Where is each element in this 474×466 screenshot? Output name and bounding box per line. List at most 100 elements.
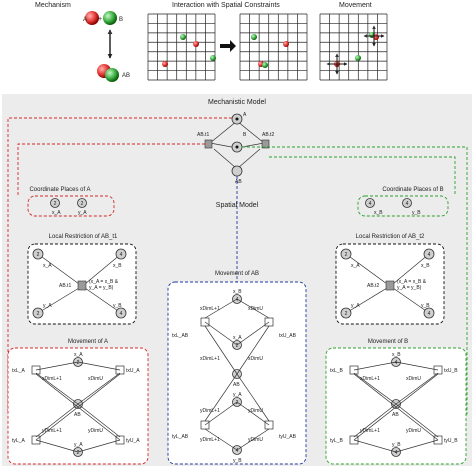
xdimu-top-label: xDimU [248, 306, 263, 312]
transition-arrow-icon [220, 40, 236, 52]
lt2-transition-label: AB.t2 [367, 283, 379, 289]
red-connector-2 [17, 143, 205, 196]
ydiml-label: yDimL+1 [42, 428, 62, 434]
mech-t2-label: AB.t2 [262, 132, 274, 138]
y-token: 4 [395, 450, 398, 456]
lt2-xa-token: 2 [345, 252, 348, 258]
place-ab [231, 165, 243, 177]
x-place-label: x_B [392, 352, 401, 358]
species-a-label: A [83, 17, 87, 23]
ydimu-label: yDimU [406, 428, 421, 434]
mech-t1-label: AB.t1 [197, 132, 209, 138]
xdimu-label: xDimU [248, 356, 263, 362]
txl-label: txL_AB [172, 333, 189, 339]
mech-place-a-label: A [243, 112, 247, 118]
txu-label: txU_B [444, 368, 458, 374]
species-ab-label: AB [122, 73, 130, 79]
lt2-guard: (x_A = x_B &y_A = y_B) [397, 279, 427, 291]
local-t2-net [340, 248, 435, 319]
xa-label: x_A [233, 335, 242, 341]
ya-label: y_A [233, 392, 242, 398]
ydimu-bottom-label: yDimU [248, 437, 263, 443]
txu-label: txU_A [126, 368, 140, 374]
ydiml-bottom-label: yDimL+1 [200, 437, 220, 443]
species-b-label: B [119, 17, 123, 23]
tyl-label: tyL_A [12, 438, 25, 444]
coord-b-y-label: y_B [412, 210, 421, 216]
coord-b-box [357, 195, 449, 217]
lt2-xb-label: x_B [421, 263, 430, 269]
txu-label: txU_AB [279, 333, 297, 339]
txl-label: txL_B [330, 368, 343, 374]
lt1-xa-label: x_A [43, 263, 52, 269]
tyu-label: tyU_AB [279, 434, 297, 440]
coord-a-title: Coordinate Places of A [29, 187, 90, 193]
ya-token: 2 [236, 400, 239, 406]
xa-token: 2 [236, 343, 239, 349]
mech-place-ab-label: AB [235, 179, 242, 185]
xdiml-label: xDimL+1 [200, 356, 220, 362]
xdimu-label: xDimU [88, 376, 103, 382]
ab-place-label: AB [392, 412, 399, 418]
coord-a-x-token: 2 [54, 201, 57, 207]
ydiml-label: yDimL+1 [360, 428, 380, 434]
interaction-grid-after [239, 13, 308, 81]
molecule-b-icon [103, 11, 117, 25]
x-token: 2 [77, 360, 80, 366]
txl-label: txL_A [12, 368, 25, 374]
lt1-guard: (x_A = x_B &y_A = y_B) [89, 279, 119, 291]
lt2-xb-token: 4 [428, 252, 431, 258]
movement-direction-arrows [326, 25, 385, 75]
spatial-model-title: Spatial Model [216, 202, 259, 209]
movement-grid [319, 13, 388, 81]
xb-label: x_B [233, 289, 242, 295]
local-t1-title: Local Restriction of AB_t1 [49, 234, 118, 240]
tyl-label: tyL_B [330, 438, 343, 444]
movement-a-title: Movement of A [68, 339, 108, 345]
x-place-label: x_A [74, 352, 83, 358]
xdiml-label: xDimL+1 [360, 376, 380, 382]
coord-b-title: Coordinate Places of B [382, 187, 443, 193]
green-connector-2 [269, 156, 456, 196]
coord-a-y-token: 2 [81, 201, 84, 207]
tyu-label: tyU_B [444, 438, 458, 444]
coord-a-y-label: y_A [78, 210, 87, 216]
lt1-xb-token: 4 [120, 252, 123, 258]
y-token: 2 [77, 450, 80, 456]
x-token: 4 [395, 360, 398, 366]
lt1-yb-token: 4 [120, 311, 123, 317]
tyl-label: tyL_AB [172, 434, 189, 440]
ydiml-label: yDimL+1 [200, 408, 220, 414]
coord-b-x-label: x_B [374, 210, 383, 216]
y-place-label: y_A [74, 442, 83, 448]
xb-token: 4 [236, 297, 239, 303]
movement-b-title: Movement of B [368, 339, 408, 345]
ydimu-label: yDimU [248, 408, 263, 414]
coord-b-y-token: 4 [406, 201, 409, 207]
plus-sign: + [98, 16, 102, 23]
mechanism-title: Mechanism [35, 2, 71, 9]
lt2-ya-token: 2 [345, 311, 348, 317]
lt2-yb-label: y_B [421, 303, 430, 309]
lt1-xa-token: 2 [37, 252, 40, 258]
lt1-xb-label: x_B [113, 263, 122, 269]
y-place-label: y_B [392, 442, 401, 448]
lt1-ya-label: y_A [43, 303, 52, 309]
molecule-a-icon [85, 11, 99, 25]
interaction-grid-before [147, 13, 216, 81]
molecule-ab-icon [97, 64, 119, 82]
xdiml-top-label: xDimL+1 [200, 306, 220, 312]
ab-label: AB [233, 382, 240, 388]
yb-token: 4 [236, 448, 239, 454]
lt1-ya-token: 2 [37, 311, 40, 317]
transition-ab-t2 [261, 139, 270, 149]
grid-molecules [162, 32, 379, 68]
mechanistic-model-net [204, 113, 270, 177]
tyu-label: tyU_A [126, 438, 140, 444]
local-t2-title: Local Restriction of AB_t2 [356, 234, 425, 240]
